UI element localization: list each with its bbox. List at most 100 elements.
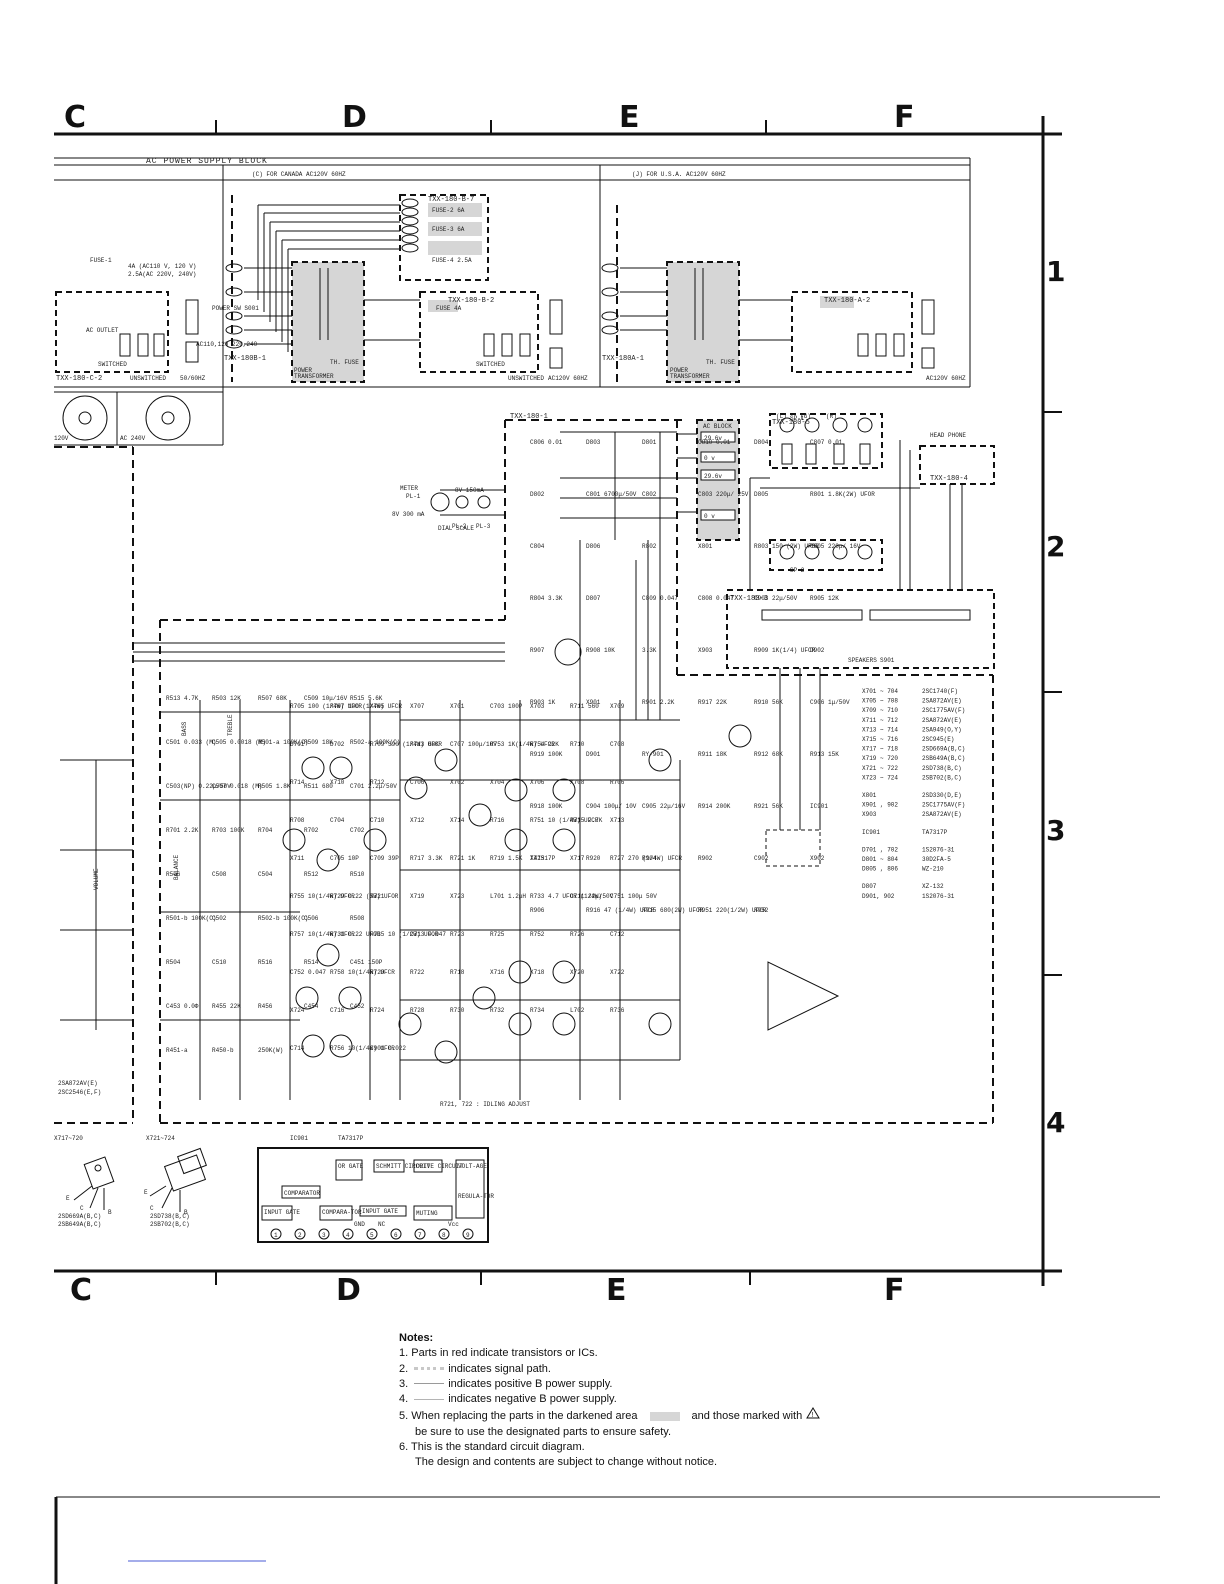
parts-table-part: 2SC1775AV(F) <box>922 707 965 714</box>
component-label: R721 1K <box>450 855 476 862</box>
pin-label: C <box>150 1205 154 1212</box>
component-label: R753 1K(1/4W) UFCR <box>490 741 555 748</box>
component-label: C904 100μ/ 10V <box>586 803 637 810</box>
pin-label: E <box>144 1189 148 1196</box>
component-label: X703 <box>530 703 545 710</box>
component-label: R503 12K <box>212 695 241 702</box>
component-label: C805 220μ/ 16V <box>810 543 861 550</box>
parts-table-part: 2SB702(B,C) <box>922 774 962 781</box>
component-label: R506 <box>166 871 181 878</box>
component-label: R906 <box>530 907 545 914</box>
component-label: R951 220(1/2W) UFCR <box>698 907 767 914</box>
ac-tap-label: 29.6v <box>704 435 722 442</box>
note-text: indicates negative B power supply. <box>448 1393 617 1406</box>
component-label: R754 22K <box>530 741 559 748</box>
board-label: TXX-180-1 <box>510 413 548 421</box>
component-label: RY-901 <box>642 751 664 758</box>
positive-b-sample <box>414 1383 445 1385</box>
component-label: L701 1.2μH <box>490 893 526 900</box>
component-label: X903 <box>698 647 713 654</box>
component-label: R710 <box>570 741 585 748</box>
component-label: R725 <box>490 931 505 938</box>
parts-table-ref: D801 ~ 804 <box>862 856 898 863</box>
component-label: X701 <box>450 703 465 710</box>
component-label: R901 2.2K <box>642 699 675 706</box>
component-label: R705 100 (1/4W) UFCR <box>290 703 362 710</box>
component-label: R726 <box>570 931 585 938</box>
package-part: 2SB702(B,C) <box>150 1221 190 1228</box>
ac-voltage-label: AC 240V <box>120 435 146 442</box>
component-label: C704 <box>330 817 345 824</box>
column-letter-f-top: F <box>894 100 915 135</box>
component-label: C803 220μ/ 25V <box>698 491 749 498</box>
component-label: D803 <box>586 439 601 446</box>
note-6: 6. This is the standard circuit diagram. <box>399 1440 919 1455</box>
note-text: indicates signal path. <box>448 1362 551 1375</box>
component-label: X710 <box>330 779 345 786</box>
ac-tap-label: 29.6v <box>704 473 722 480</box>
ic-block-label: COMPARA-TOR <box>322 1209 362 1216</box>
ic-block-label: INPUT GATE <box>362 1208 398 1215</box>
ic-block-label: OR GATE <box>338 1163 364 1170</box>
component-label: R801 1.8K(2W) UFOR <box>810 491 875 498</box>
component-label: D805 <box>754 491 769 498</box>
component-label: X717 <box>570 855 585 862</box>
component-label: C454 <box>304 1003 319 1010</box>
ic-block-label: VOLT-AGE <box>458 1163 487 1170</box>
component-label: R752 <box>530 931 545 938</box>
meter-label: PL-2 <box>452 523 467 530</box>
component-label: C504 <box>258 871 273 878</box>
parts-table-ref: X711 ~ 712 <box>862 717 898 724</box>
ic-pin-note: Vcc <box>448 1221 459 1228</box>
component-label: D901 <box>586 751 601 758</box>
component-label: C708 <box>610 741 625 748</box>
component-label: C711 22μ/50V <box>570 893 614 900</box>
component-label: R910 56K <box>754 699 783 706</box>
component-label: R716 <box>490 817 505 824</box>
note-text: indicates positive B power supply. <box>448 1377 613 1390</box>
component-label: R507 68K <box>258 695 287 702</box>
ac-block-label: AC BLOCK <box>703 423 732 430</box>
meter-label: 8V 300 mA <box>392 511 425 518</box>
component-label: R704 <box>258 827 273 834</box>
component-label: R802 <box>642 543 657 550</box>
component-label: C502 <box>212 915 227 922</box>
component-label: R502-a 100K(C) <box>350 739 400 746</box>
component-label: R734 <box>530 1007 545 1014</box>
component-label: R709 390 (1/4W) UFCR <box>370 741 442 748</box>
outlet-label: AC OUTLET <box>86 327 119 334</box>
speaker-terminal-label: (G) <box>800 413 811 420</box>
note-text: be sure to use the designated parts to e… <box>415 1425 672 1438</box>
component-label: R732 <box>490 1007 505 1014</box>
component-label: R751 10 (1/4W) UFCR <box>530 817 599 824</box>
component-label: C702 <box>350 827 365 834</box>
component-label: R913 15K <box>810 751 839 758</box>
component-label: C801 6700μ/50V <box>586 491 637 498</box>
component-label: R719 1.5K <box>490 855 523 862</box>
component-label: D701 <box>290 741 305 748</box>
component-label: R912 68K <box>754 751 783 758</box>
ac-tap-label: 0 v <box>704 513 715 520</box>
component-label: X709 <box>610 703 625 710</box>
board-label: TXX-180-B-2 <box>448 297 494 305</box>
parts-table-ref: X903 <box>862 811 877 818</box>
parts-table-part: 2SC1740(F) <box>922 688 958 695</box>
ic-block-label: SCHMITT CIRCUIT <box>376 1163 430 1170</box>
component-label: X704 <box>490 779 505 786</box>
parts-table-part: 2SA949(O,Y) <box>922 726 962 733</box>
component-label: R916 47 (1/4W) UFCR <box>586 907 655 914</box>
parts-table-part: XZ-132 <box>922 883 944 890</box>
component-label: R707 100 (1/4W) UFCR <box>330 703 402 710</box>
transistor-type-label: 2SA872AV(E) <box>58 1080 98 1087</box>
component-label: 3.3K <box>642 647 657 654</box>
signal-path-sample <box>414 1367 445 1371</box>
outlet-label: UNSWITCHED <box>508 375 544 382</box>
outlet-label: SWITCHED <box>98 361 127 368</box>
component-label: R703 100K <box>212 827 245 834</box>
svg-text:!: ! <box>812 1412 814 1419</box>
component-label: R905 12K <box>810 595 839 602</box>
component-label: R450-b <box>212 1047 234 1054</box>
component-label: C505 0.0018 (M) <box>212 739 266 746</box>
